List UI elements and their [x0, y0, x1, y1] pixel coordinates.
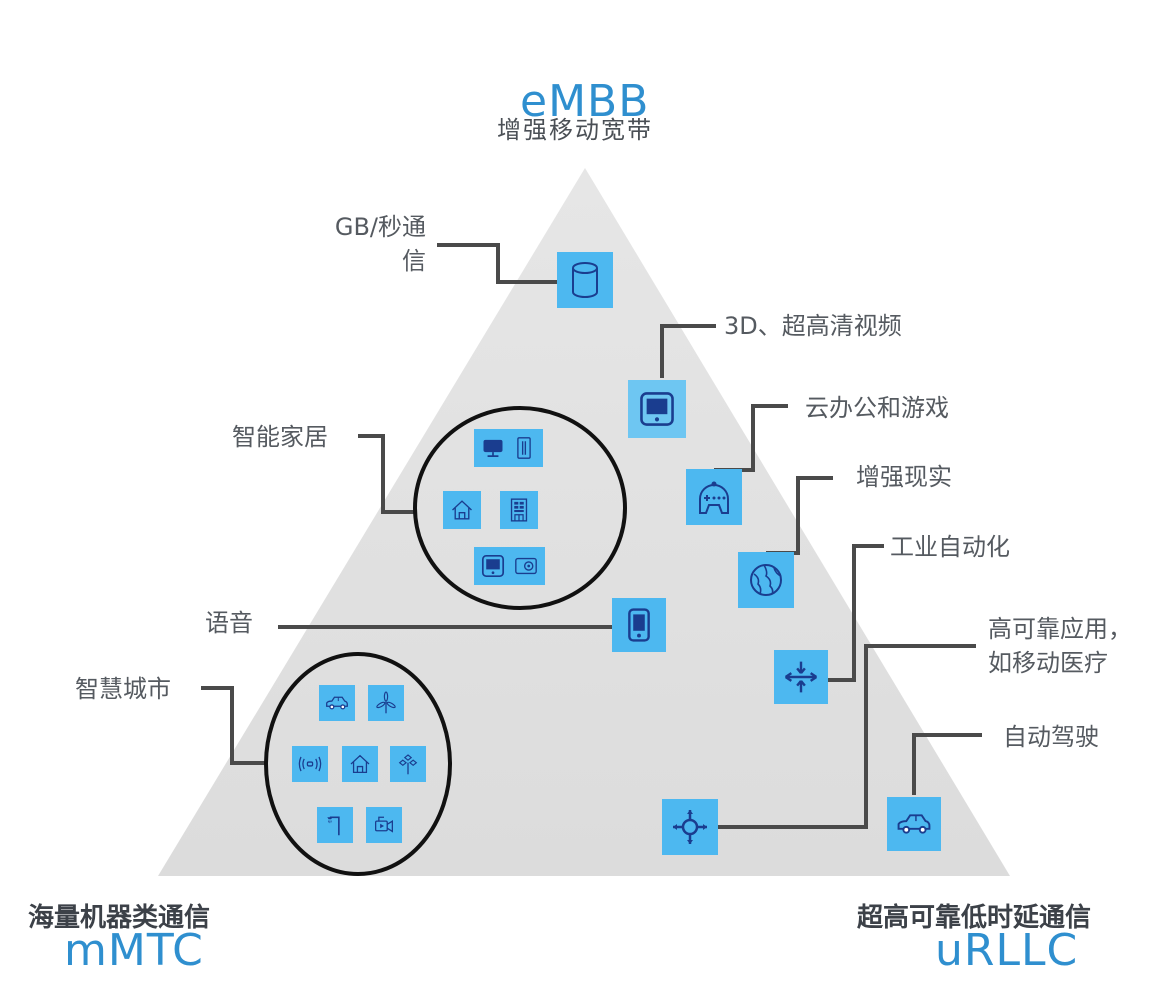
label-driving: 自动驾驶: [1003, 723, 1099, 751]
gamepad-icon: [686, 469, 742, 525]
connector-smartcity: [201, 686, 266, 765]
label-reliable: 高可靠应用， 如移动医疗: [988, 612, 1132, 680]
building-icon: [500, 491, 538, 529]
video-camera-tile: [366, 807, 402, 843]
label-reliable-line1: 高可靠应用，: [988, 615, 1132, 643]
connector-reliable: [718, 644, 976, 829]
embb-subtitle: 增强移动宽带: [497, 116, 653, 144]
car-tile: [887, 797, 941, 851]
connector-gbps: [437, 243, 558, 284]
car-icon: [319, 685, 355, 721]
hub-arrows-tile: [662, 799, 718, 855]
fridge-tile: [505, 429, 543, 467]
house-tile: [342, 746, 378, 782]
urllc-subtitle: 超高可靠低时延通信: [857, 903, 1092, 933]
house-icon: [342, 746, 378, 782]
sensor-icon: [292, 746, 328, 782]
connector-smarthome: [358, 434, 415, 514]
connectors: [201, 243, 982, 829]
label-smarthome: 智能家居: [232, 423, 328, 451]
tablet-icon: [628, 380, 686, 438]
house-tile: [443, 491, 481, 529]
smart-home-circle: [413, 406, 627, 610]
phone-icon: [612, 598, 666, 652]
label-gbps-line1: GB/秒通: [334, 213, 426, 241]
label-gbps: GB/秒通 信: [300, 210, 426, 278]
embb-title: eMBB: [520, 76, 650, 127]
label-industry: 工业自动化: [890, 533, 1010, 561]
sensor-tile: [292, 746, 328, 782]
label-smartcity: 智慧城市: [75, 675, 171, 703]
street-lamp-tile: [317, 807, 353, 843]
label-ar: 增强现实: [856, 463, 952, 491]
connector-driving: [912, 733, 982, 795]
globe-icon: [738, 552, 794, 608]
tablet-icon: [474, 547, 512, 585]
street-lamp-icon: [317, 807, 353, 843]
safe-icon: [507, 547, 545, 585]
label-video: 3D、超高清视频: [724, 312, 902, 340]
connector-industry: [828, 544, 884, 682]
converge-arrows-icon: [774, 650, 828, 704]
house-icon: [443, 491, 481, 529]
video-camera-icon: [366, 807, 402, 843]
car-tile: [319, 685, 355, 721]
mmtc-subtitle: 海量机器类通信: [28, 903, 211, 933]
label-reliable-line2: 如移动医疗: [988, 649, 1108, 677]
label-voice: 语音: [205, 609, 253, 637]
urllc-title: uRLLC: [935, 925, 1079, 976]
car-icon: [887, 797, 941, 851]
wind-turbine-icon: [368, 685, 404, 721]
street-lamp-cluster-icon: [390, 746, 426, 782]
mmtc-title: mMTC: [64, 925, 204, 976]
safe-tile: [507, 547, 545, 585]
globe-tile: [738, 552, 794, 608]
database-tile: [557, 252, 613, 308]
connector-video: [660, 324, 716, 378]
fridge-icon: [505, 429, 543, 467]
label-gbps-line2: 信: [402, 247, 426, 275]
database-icon: [557, 252, 613, 308]
smart-city-circle: [264, 652, 452, 876]
label-cloud: 云办公和游戏: [805, 394, 949, 422]
hub-arrows-icon: [662, 799, 718, 855]
